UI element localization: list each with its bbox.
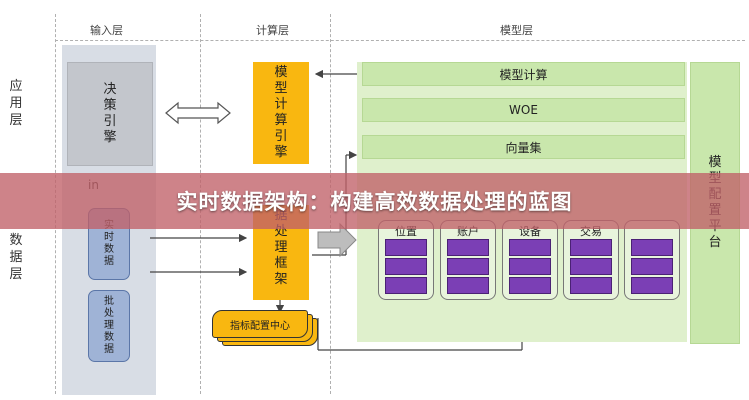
row-label-application: 应用层 <box>9 79 23 128</box>
decision-engine-box: 决策引擎 <box>67 62 153 166</box>
feature-bar <box>447 239 489 256</box>
model-layer-bar-0: 模型计算 <box>362 62 685 86</box>
feature-column: 位置 <box>378 220 434 300</box>
model-compute-engine-box: 模型计算引擎 <box>253 62 309 164</box>
feature-bar <box>570 239 612 256</box>
decision-engine-label: 决策引擎 <box>103 82 117 145</box>
feature-bar <box>570 277 612 294</box>
indicator-config-center: 指标配置中心 <box>212 310 308 338</box>
framework-to-model-arrow <box>317 222 357 258</box>
feature-bar <box>631 258 673 275</box>
model-layer-bar-2: 向量集 <box>362 135 685 159</box>
feature-column: 交易 <box>563 220 619 300</box>
feature-bar <box>631 277 673 294</box>
feature-bar <box>385 277 427 294</box>
compute-layer-header: 计算层 <box>256 24 289 37</box>
row-label-data: 数据层 <box>9 233 23 282</box>
feature-bar <box>447 277 489 294</box>
batch-data-label: 批处理数据 <box>104 296 114 355</box>
model-compute-engine-label: 模型计算引擎 <box>274 65 288 160</box>
feature-column: 设备 <box>502 220 558 300</box>
input-layer-header: 输入层 <box>90 24 123 37</box>
model-layer-bar-1: WOE <box>362 98 685 122</box>
indicator-config-center-label: 指标配置中心 <box>230 320 290 332</box>
feature-column: 账户 <box>440 220 496 300</box>
bidirectional-arrow <box>165 101 231 125</box>
feature-bar <box>385 239 427 256</box>
feature-bar <box>570 258 612 275</box>
feature-bar <box>447 258 489 275</box>
feature-column <box>624 220 680 300</box>
model-layer-header: 模型层 <box>500 24 533 37</box>
batch-data-box: 批处理数据 <box>88 290 130 362</box>
feature-bar <box>509 277 551 294</box>
title-banner: 实时数据架构：构建高效数据处理的蓝图 <box>0 173 749 229</box>
divider-header <box>55 40 745 41</box>
feature-bar <box>509 258 551 275</box>
feature-bar <box>631 239 673 256</box>
banner-title: 实时数据架构：构建高效数据处理的蓝图 <box>176 190 573 214</box>
feature-bar <box>385 258 427 275</box>
feature-bar <box>509 239 551 256</box>
